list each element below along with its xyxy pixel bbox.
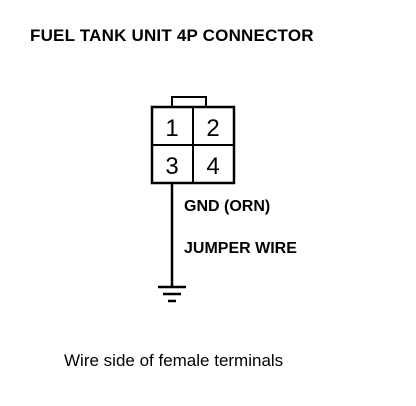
gnd-label: GND (ORN) xyxy=(184,198,271,215)
pin-2-label: 2 xyxy=(206,115,219,142)
diagram-title: FUEL TANK UNIT 4P CONNECTOR xyxy=(30,26,314,45)
jumper-wire-label: JUMPER WIRE xyxy=(184,240,297,257)
diagram-caption: Wire side of female terminals xyxy=(64,351,284,370)
ground-symbol-icon xyxy=(158,285,186,303)
connector-latch xyxy=(171,96,207,107)
pin-4-label: 4 xyxy=(206,153,219,180)
connector-icon xyxy=(150,105,236,185)
pin-3-label: 3 xyxy=(165,153,178,180)
pin-1-label: 1 xyxy=(165,115,178,142)
